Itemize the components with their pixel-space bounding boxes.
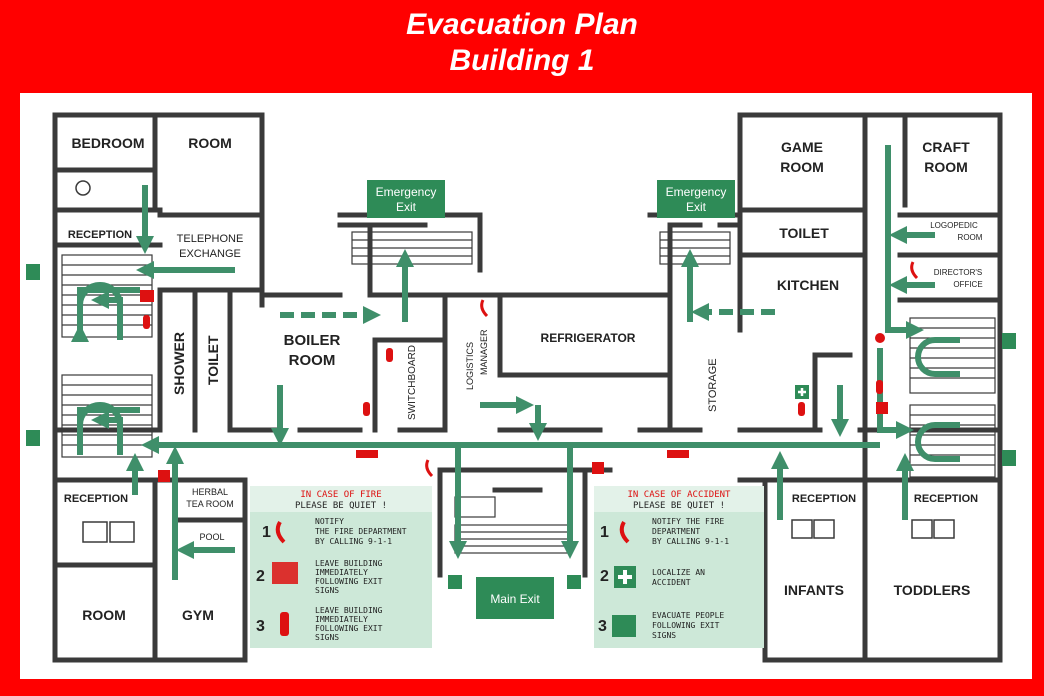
fire-alarm-icon: [140, 290, 888, 482]
svg-text:PLEASE BE QUIET !: PLEASE BE QUIET !: [295, 501, 387, 511]
evacuation-routes: [71, 145, 935, 580]
exit-direction-marker: [356, 450, 689, 458]
room-craft: CRAFT: [922, 139, 970, 155]
room-refrigerator: REFRIGERATOR: [541, 331, 636, 345]
room-shower: SHOWER: [171, 332, 187, 395]
room-logopedic: LOGOPEDIC: [930, 221, 978, 230]
staircase-left-bottom: [61, 374, 153, 458]
room-craft-2: ROOM: [924, 159, 968, 175]
toilet-icon: [75, 180, 91, 196]
svg-text:BY CALLING 9-1-1: BY CALLING 9-1-1: [652, 537, 729, 546]
svg-text:LEAVE BUILDING: LEAVE BUILDING: [315, 559, 383, 568]
room-toddlers: TODDLERS: [894, 582, 971, 598]
room-game: GAME: [781, 139, 823, 155]
svg-text:2: 2: [256, 568, 265, 585]
staircase-right-top: [909, 317, 996, 394]
svg-text:SIGNS: SIGNS: [315, 586, 339, 595]
phone-icon: [425, 261, 919, 478]
svg-text:EVACUATE PEOPLE: EVACUATE PEOPLE: [652, 611, 724, 620]
svg-text:SIGNS: SIGNS: [652, 631, 676, 640]
svg-text:2: 2: [600, 568, 609, 585]
svg-text:3: 3: [256, 618, 265, 635]
first-aid-icon: [795, 385, 809, 399]
svg-text:LEAVE BUILDING: LEAVE BUILDING: [315, 606, 383, 615]
room-reception-left-bottom: RECEPTION: [64, 493, 128, 505]
staircase-right-bottom: [909, 404, 996, 478]
stair-uturn-arrows: [77, 282, 960, 462]
fire-extinguisher-icon: [143, 315, 883, 416]
svg-text:Emergency: Emergency: [666, 185, 727, 199]
room-reception-right: RECEPTION: [914, 493, 978, 505]
svg-text:IN CASE OF ACCIDENT: IN CASE OF ACCIDENT: [628, 490, 732, 500]
room-logopedic-2: ROOM: [958, 233, 983, 242]
room-tea-room: TEA ROOM: [186, 499, 234, 509]
room-pool: POOL: [199, 532, 224, 542]
room-room-bottom: ROOM: [82, 607, 126, 623]
fire-instructions-panel: IN CASE OF FIRE PLEASE BE QUIET ! 1 NOTI…: [250, 486, 432, 648]
sink-icon: [82, 519, 955, 543]
accident-instructions-panel: IN CASE OF ACCIDENT PLEASE BE QUIET ! 1 …: [594, 486, 764, 648]
room-manager: MANAGER: [479, 329, 489, 375]
main-exit: Main Exit: [476, 577, 554, 619]
room-switchboard: SWITCHBOARD: [407, 345, 418, 420]
room-gym: GYM: [182, 607, 214, 623]
room-boiler: BOILER: [284, 332, 341, 349]
emergency-exit-right: Emergency Exit: [657, 180, 735, 218]
room-toilet-right: TOILET: [779, 225, 829, 241]
svg-text:FOLLOWING EXIT: FOLLOWING EXIT: [315, 624, 383, 633]
emergency-exit-left: Emergency Exit: [367, 180, 445, 218]
svg-text:ACCIDENT: ACCIDENT: [652, 578, 691, 587]
room-reception-left-top: RECEPTION: [68, 229, 132, 241]
room-directors: DIRECTOR'S: [934, 268, 983, 277]
svg-text:IMMEDIATELY: IMMEDIATELY: [315, 615, 368, 624]
room-infants: INFANTS: [784, 582, 844, 598]
svg-text:THE FIRE DEPARTMENT: THE FIRE DEPARTMENT: [315, 527, 407, 536]
page-subtitle: Building 1: [449, 44, 595, 77]
svg-text:PLEASE BE QUIET !: PLEASE BE QUIET !: [633, 501, 725, 511]
svg-text:Exit: Exit: [396, 200, 417, 214]
svg-text:1: 1: [262, 524, 271, 541]
room-exchange: EXCHANGE: [179, 248, 241, 260]
svg-text:DEPARTMENT: DEPARTMENT: [652, 527, 700, 536]
svg-text:FOLLOWING EXIT: FOLLOWING EXIT: [652, 621, 720, 630]
svg-text:NOTIFY: NOTIFY: [315, 517, 344, 526]
room-storage: STORAGE: [707, 358, 719, 412]
svg-text:Main Exit: Main Exit: [490, 592, 540, 606]
room-reception-mid: RECEPTION: [792, 493, 856, 505]
svg-text:NOTIFY THE FIRE: NOTIFY THE FIRE: [652, 517, 724, 526]
evacuation-routes-dashed: [280, 303, 775, 324]
room-kitchen: KITCHEN: [777, 277, 839, 293]
svg-text:1: 1: [600, 524, 609, 541]
svg-text:IN CASE OF FIRE: IN CASE OF FIRE: [300, 490, 381, 500]
svg-text:3: 3: [598, 618, 607, 635]
room-logistics: LOGISTICS: [465, 342, 475, 390]
svg-text:SIGNS: SIGNS: [315, 633, 339, 642]
room-office: OFFICE: [953, 280, 982, 289]
room-room-top: ROOM: [188, 135, 232, 151]
room-toilet-left: TOILET: [205, 335, 221, 385]
svg-text:IMMEDIATELY: IMMEDIATELY: [315, 568, 368, 577]
svg-text:BY CALLING 9-1-1: BY CALLING 9-1-1: [315, 537, 392, 546]
floor-plan: Emergency Exit Emergency Exit Main Exit …: [20, 93, 1032, 679]
room-bedroom: BEDROOM: [71, 135, 144, 151]
svg-text:FOLLOWING EXIT: FOLLOWING EXIT: [315, 577, 383, 586]
page-title: Evacuation Plan: [406, 8, 638, 41]
walls: [52, 112, 1003, 663]
svg-text:LOCALIZE AN: LOCALIZE AN: [652, 568, 705, 577]
svg-text:Exit: Exit: [686, 200, 707, 214]
room-game-2: ROOM: [780, 159, 824, 175]
room-telephone: TELEPHONE: [177, 233, 244, 245]
staircase-main-exit: [454, 496, 571, 554]
staircase-left-top: [61, 254, 153, 338]
svg-text:Emergency: Emergency: [376, 185, 437, 199]
room-boiler-2: ROOM: [289, 352, 336, 369]
running-man-exit-icon: [26, 264, 1016, 589]
room-herbal: HERBAL: [192, 487, 228, 497]
